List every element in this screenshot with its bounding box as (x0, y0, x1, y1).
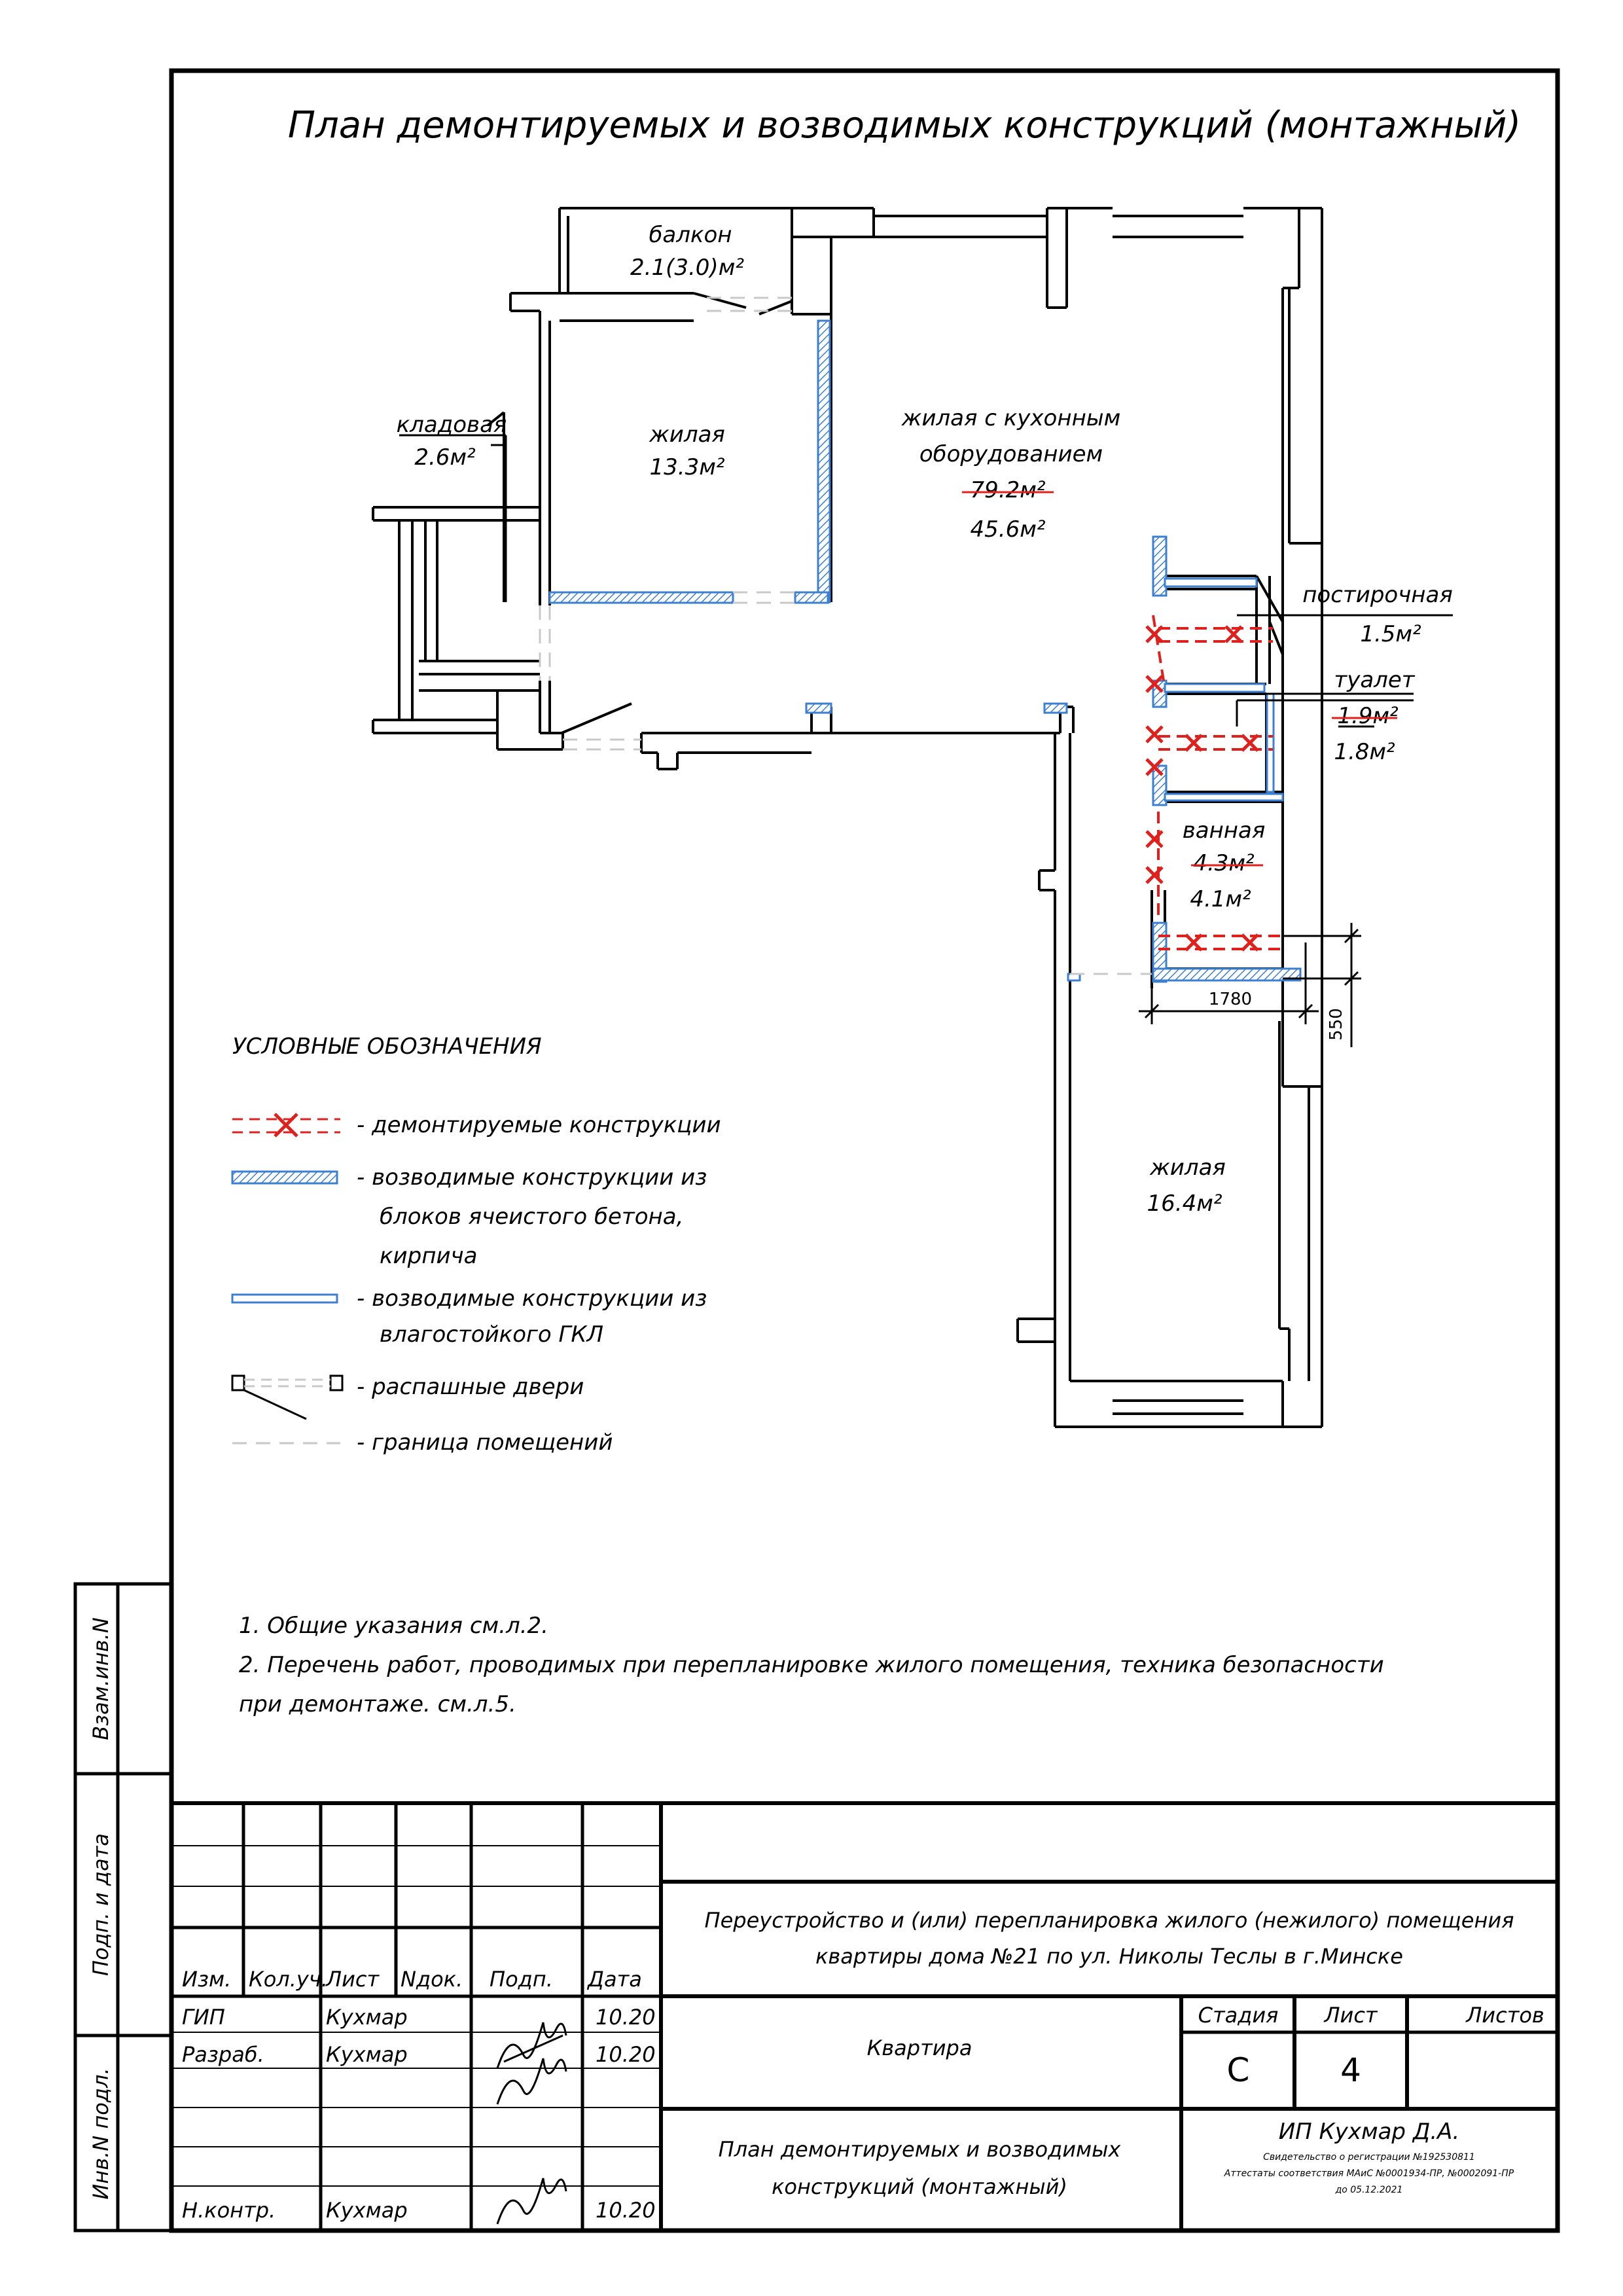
inner-frame (169, 68, 1560, 2233)
left-walls (372, 292, 632, 751)
org-certificates: Аттестаты соответствия МАиС №0001934-ПР,… (1224, 2168, 1514, 2179)
project-line-2: квартиры дома №21 по ул. Николы Теслы в … (815, 1944, 1403, 1969)
org-name: ИП Кухмар Д.А. (1279, 2119, 1460, 2145)
stage-label: Стадия (1198, 2003, 1279, 2028)
sheet-value: 4 (1340, 2051, 1361, 2089)
living-kitchen-area-old: 79.2м² (971, 477, 1046, 503)
note-1: 1. Общие указания см.л.2. (239, 1613, 548, 1639)
side-stamp-inv: Инв.N подл. (88, 2068, 113, 2199)
wet-rooms-walls (1150, 575, 1284, 988)
dimension-width: 1780 (1209, 990, 1252, 1009)
row-date: 10.20 (596, 2005, 656, 2030)
bathroom-name: ванная (1183, 817, 1266, 844)
title-block-grid (171, 1801, 1558, 2231)
legend-aerated-3: кирпича (380, 1243, 477, 1269)
living-1-area: 13.3м² (650, 454, 725, 480)
row-role: ГИП (182, 2005, 225, 2030)
sheets-label: Листов (1465, 2003, 1544, 2028)
new-aerated-walls (548, 319, 1302, 983)
balcony-area: 2.1(3.0)м² (630, 255, 744, 281)
drawing-title: План демонтируемых и возводимых конструк… (288, 104, 1521, 147)
header-kol: Кол.уч. (249, 1967, 328, 1992)
legend-door-symbol (231, 1374, 344, 1420)
laundry-name: постирочная (1302, 582, 1453, 608)
sheet-title-1: План демонтируемых и возводимых (719, 2137, 1122, 2162)
header-data: Дата (586, 1967, 642, 1992)
legend-demolished: - демонтируемые конструкции (357, 1112, 721, 1138)
row-role: Н.контр. (182, 2198, 276, 2223)
toilet-area-new: 1.8м² (1334, 739, 1395, 765)
row-date: 10.20 (596, 2198, 656, 2223)
legend-aerated-symbol (231, 1170, 338, 1185)
legend-aerated-1: - возводимые конструкции из (357, 1164, 707, 1191)
legend-demolish-symbol (232, 1113, 340, 1138)
org-valid-until: до 05.12.2021 (1335, 2185, 1403, 2195)
top-wall (560, 207, 1323, 551)
header-ndok: Nдок. (401, 1967, 463, 1992)
legend-aerated-2: блоков ячеистого бетона, (380, 1204, 683, 1230)
balcony-name: балкон (649, 222, 732, 248)
dimension-lines (399, 434, 1453, 1047)
living-1-name: жилая (649, 422, 725, 448)
signature-mark (496, 2022, 567, 2225)
balcony-walls (558, 208, 832, 602)
header-list: Лист (325, 1967, 380, 1992)
room-labels: балкон 2.1(3.0)м² кладовая 2.6м² жилая 1… (397, 222, 1453, 1217)
corridor-walls (640, 706, 1283, 1382)
legend: УСЛОВНЫЕ ОБОЗНАЧЕНИЯ - демонтируемые кон… (231, 1033, 721, 1456)
note-2-line-1: 2. Перечень работ, проводимых при перепл… (239, 1652, 1384, 1678)
note-2-line-2: при демонтаже. см.л.5. (239, 1691, 516, 1717)
row-role: Разраб. (182, 2042, 264, 2067)
room-boundaries (539, 296, 1152, 975)
org-registration: Свидетельство о регистрации №192530811 (1263, 2152, 1475, 2162)
row-name: Кухмар (326, 2042, 408, 2067)
legend-gkl-2: влагостойкого ГКЛ (380, 1321, 603, 1348)
sheet-title-2: конструкций (монтажный) (772, 2174, 1067, 2199)
legend-gkl-symbol (231, 1293, 338, 1304)
laundry-area: 1.5м² (1360, 621, 1421, 647)
project-line-1: Переустройство и (или) перепланировка жи… (705, 1908, 1514, 1933)
legend-boundary: - граница помещений (357, 1429, 613, 1456)
living-kitchen-name-1: жилая с кухонным (901, 405, 1121, 431)
side-stamp (73, 1582, 173, 2233)
living-kitchen-name-2: оборудованием (919, 441, 1103, 467)
bathroom-area-old: 4.3м² (1193, 850, 1255, 876)
row-date: 10.20 (596, 2042, 656, 2067)
bathroom-area-new: 4.1м² (1190, 886, 1251, 912)
living-kitchen-area-new: 45.6м² (971, 516, 1046, 543)
toilet-name: туалет (1334, 667, 1415, 693)
right-walls (1016, 288, 1323, 1428)
legend-title: УСЛОВНЫЕ ОБОЗНАЧЕНИЯ (232, 1033, 542, 1060)
sheet-label: Лист (1323, 2003, 1378, 2028)
living-2-name: жилая (1149, 1155, 1226, 1181)
dimension-height: 550 (1327, 1008, 1346, 1041)
living-2-area: 16.4м² (1147, 1191, 1222, 1217)
header-podp: Подп. (490, 1967, 553, 1992)
object-name: Квартира (867, 2036, 972, 2060)
row-name: Кухмар (326, 2198, 408, 2223)
general-notes: 1. Общие указания см.л.2. 2. Перечень ра… (239, 1613, 1384, 1717)
floor-plan (372, 207, 1323, 1428)
legend-gkl-1: - возводимые конструкции из (357, 1285, 707, 1312)
new-gkl-walls (1067, 577, 1284, 982)
storage-area: 2.6м² (414, 444, 476, 471)
toilet-area-old: 1.9м² (1337, 703, 1399, 729)
demolish-cross-marks (1145, 625, 1259, 952)
stage-value: С (1227, 2051, 1250, 2089)
side-stamp-vzam: Взам.инв.N (88, 1617, 113, 1740)
side-stamp-podp: Подп. и дата (88, 1833, 113, 1976)
title-block: Изм. Кол.уч. Лист Nдок. Подп. Дата ГИП К… (182, 1908, 1544, 2225)
row-name: Кухмар (326, 2005, 408, 2030)
storage-name: кладовая (397, 412, 507, 438)
demolished-walls (1152, 615, 1283, 950)
legend-doors: - распашные двери (357, 1374, 584, 1400)
header-izm: Изм. (182, 1967, 231, 1992)
